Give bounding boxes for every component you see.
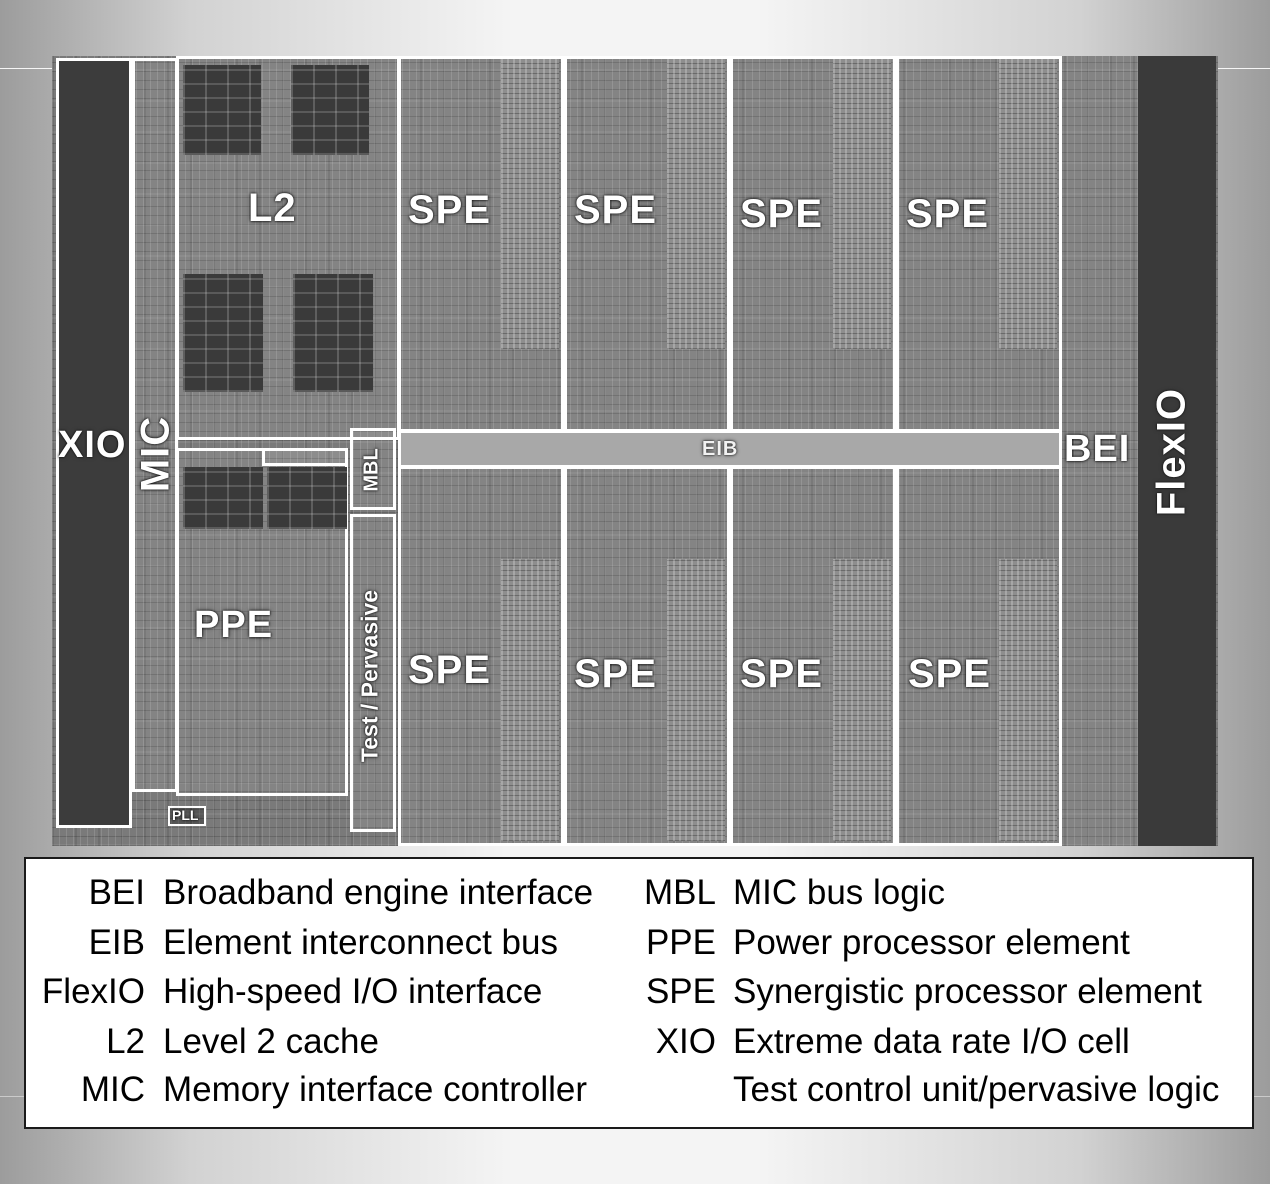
spe-top-4 xyxy=(896,56,1062,432)
test-pervasive-label: Test / Pervasive xyxy=(356,589,383,763)
spe-top-4-label: SPE xyxy=(906,192,990,236)
legend-desc: High-speed I/O interface xyxy=(163,972,543,1011)
legend-abbr: BEI xyxy=(88,873,145,912)
l2-block xyxy=(176,56,400,440)
legend-desc: Memory interface controller xyxy=(163,1070,588,1109)
pll-label: PLL xyxy=(172,807,199,823)
l2-bank-mid-left xyxy=(183,274,263,392)
legend-desc: Extreme data rate I/O cell xyxy=(733,1022,1130,1061)
pll-block xyxy=(168,806,206,826)
spe-bottom-2-label: SPE xyxy=(574,652,658,696)
xio-block xyxy=(56,58,132,828)
spe-bottom-3 xyxy=(730,466,896,846)
spe-top-3-label: SPE xyxy=(740,192,824,236)
spe-bottom-3-label: SPE xyxy=(740,652,824,696)
l2-bank-mid-right xyxy=(293,274,373,392)
ppe-label: PPE xyxy=(194,604,274,646)
legend-desc: Level 2 cache xyxy=(163,1022,379,1061)
legend-desc: Synergistic processor element xyxy=(733,972,1202,1011)
legend-abbr: XIO xyxy=(655,1022,716,1061)
spe-top-1-label: SPE xyxy=(408,188,492,232)
spe-top-1 xyxy=(398,56,564,432)
mbl-block xyxy=(350,428,396,510)
ppe-cache-left xyxy=(183,467,263,529)
l2-bank-top-right xyxy=(291,65,369,155)
spe-bottom-4-label: SPE xyxy=(908,652,992,696)
eib-label: EIB xyxy=(702,438,739,460)
legend-abbr: MBL xyxy=(644,873,716,912)
bei-label: BEI xyxy=(1064,428,1131,470)
xio-label: XIO xyxy=(58,424,127,466)
spe-bottom-1 xyxy=(398,466,564,846)
spe-bottom-1-label: SPE xyxy=(408,648,492,692)
bei-block xyxy=(1062,56,1138,846)
legend-desc: Broadband engine interface xyxy=(163,873,594,912)
spe-bottom-2 xyxy=(564,466,730,846)
spe-top-2-label: SPE xyxy=(574,188,658,232)
spe-top-2 xyxy=(564,56,730,432)
legend-desc: Test control unit/pervasive logic xyxy=(733,1070,1220,1109)
legend-abbr: SPE xyxy=(645,972,716,1011)
legend-abbr: L2 xyxy=(106,1022,145,1061)
l2-label: L2 xyxy=(248,186,297,230)
legend-abbr: FlexIO xyxy=(41,972,145,1011)
legend-abbr: MIC xyxy=(80,1070,145,1109)
test-pervasive-block xyxy=(350,514,396,832)
mbl-label: MBL xyxy=(360,448,383,492)
legend-desc: Power processor element xyxy=(733,923,1130,962)
legend-abbr: EIB xyxy=(88,923,145,962)
legend-abbr: PPE xyxy=(645,923,716,962)
legend-box: BEI Broadband engine interface EIB Eleme… xyxy=(24,857,1254,1129)
spe-bottom-4 xyxy=(896,466,1062,846)
l2-ppe-connector xyxy=(262,448,348,466)
flexio-label: FlexIO xyxy=(1149,387,1194,517)
legend-desc: Element interconnect bus xyxy=(163,923,558,962)
spe-top-3 xyxy=(730,56,896,432)
flexio-block xyxy=(1138,56,1216,846)
l2-bank-top-left xyxy=(183,65,261,155)
ppe-cache-right xyxy=(267,467,347,529)
legend-desc: MIC bus logic xyxy=(733,873,946,912)
mic-label: MIC xyxy=(133,415,178,493)
cell-processor-die: XIO MIC L2 PPE PLL MBL Test / Pervasive … xyxy=(52,56,1218,846)
